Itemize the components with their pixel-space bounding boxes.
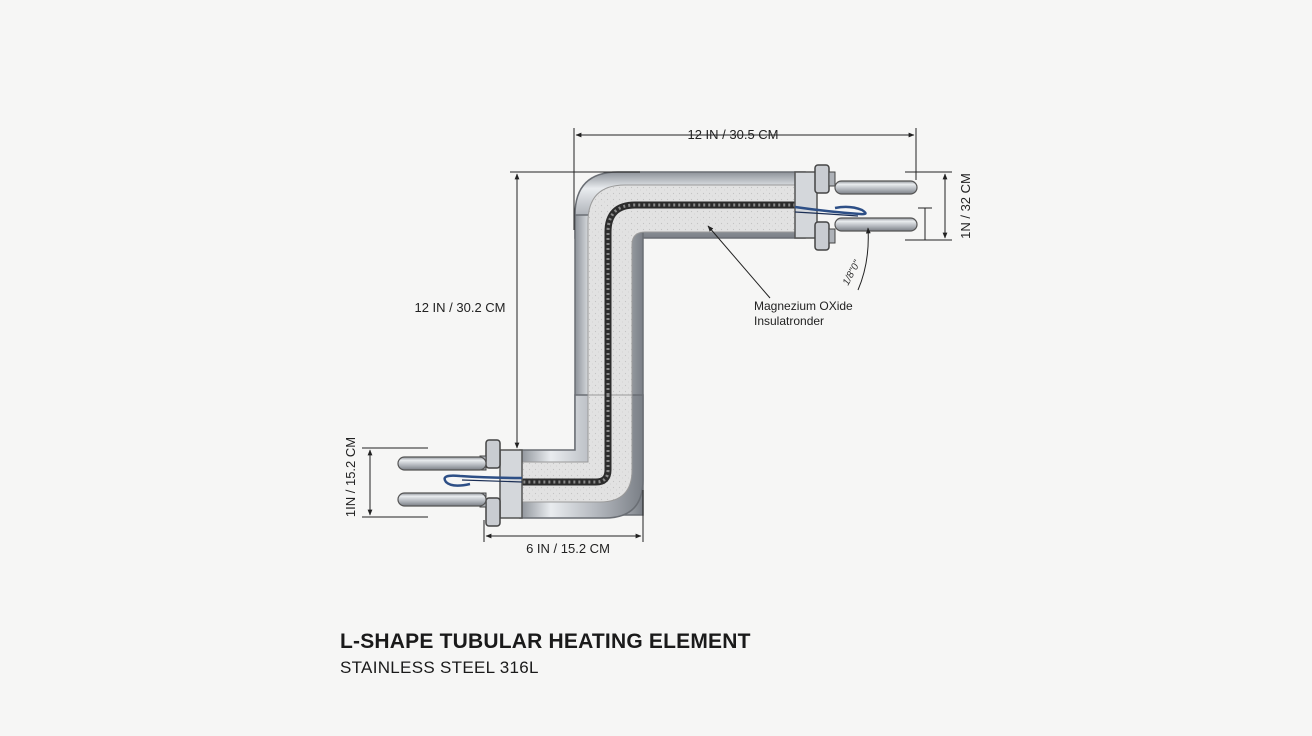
title-block: L-SHAPE TUBULAR HEATING ELEMENT STAINLES… bbox=[340, 630, 751, 678]
insulation-callout-line1: Magnezium OXide bbox=[754, 299, 853, 313]
dim-vertical-length bbox=[510, 171, 640, 449]
dim-bottom-length bbox=[483, 490, 644, 542]
dim-left-terminal-spacing-label: 1IN / 15.2 CM bbox=[343, 437, 358, 517]
right-terminal-assembly bbox=[794, 164, 918, 251]
insulation-callout-leader bbox=[707, 225, 771, 299]
dim-top-length bbox=[573, 128, 917, 230]
dim-right-terminal-spacing bbox=[905, 171, 952, 241]
left-terminal-assembly bbox=[397, 439, 523, 527]
resistance-coil bbox=[520, 201, 800, 486]
small-note-label: 1/8"0" bbox=[841, 258, 863, 287]
dim-vertical-length-label: 12 IN / 30.2 CM bbox=[414, 300, 505, 315]
dim-left-terminal-spacing bbox=[362, 447, 428, 518]
dim-top-length-label: 12 IN / 30.5 CM bbox=[687, 127, 778, 142]
insulation-callout-line2: Insulatronder bbox=[754, 314, 824, 328]
small-note-leader bbox=[857, 227, 871, 291]
dim-bottom-length-label: 6 IN / 15.2 CM bbox=[526, 541, 610, 556]
diagram-title: L-SHAPE TUBULAR HEATING ELEMENT bbox=[340, 630, 751, 653]
dim-right-terminal-spacing-label: 1N / 32 CM bbox=[958, 173, 973, 239]
diagram-subtitle: STAINLESS STEEL 316L bbox=[340, 658, 539, 677]
